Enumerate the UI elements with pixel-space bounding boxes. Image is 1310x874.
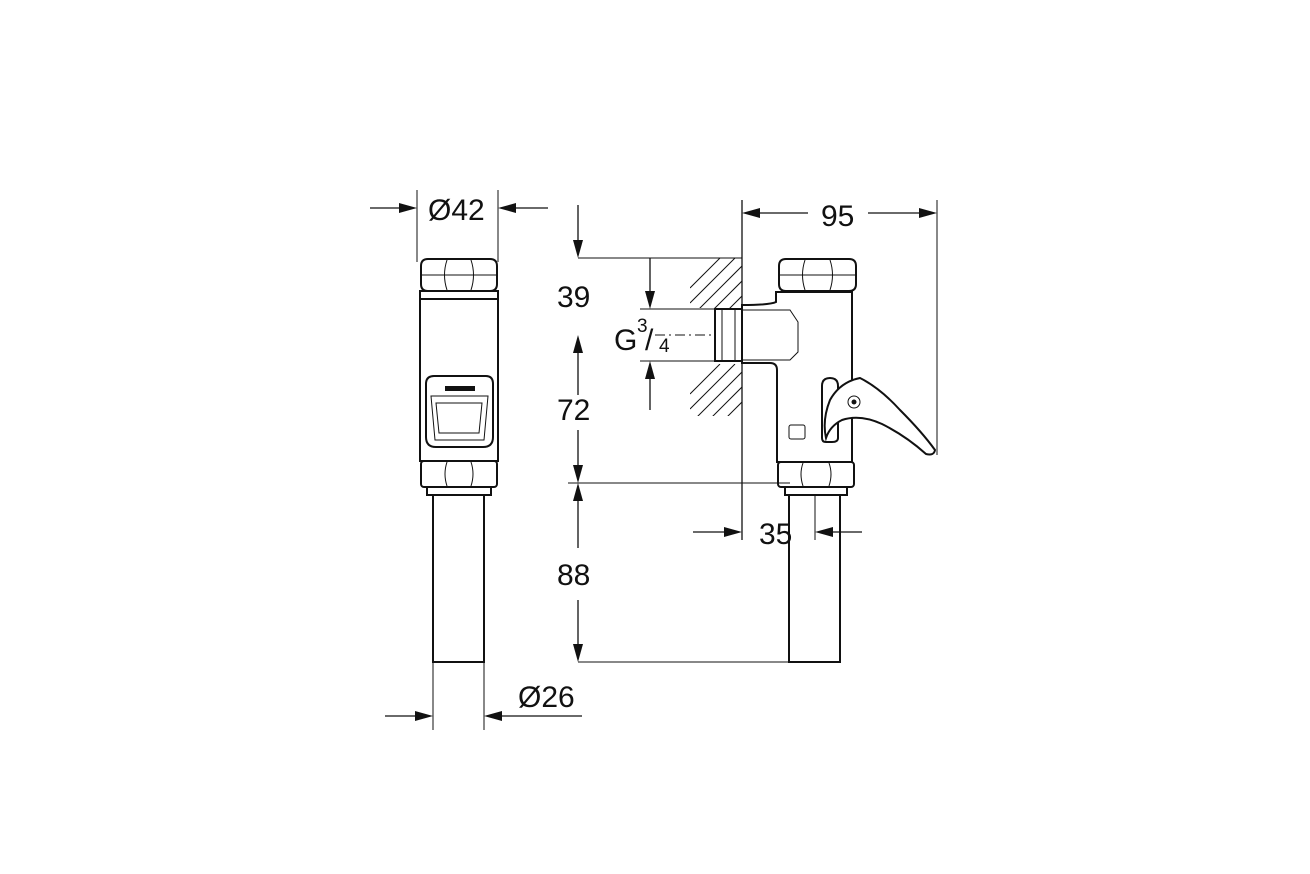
label-thread-num: 3 xyxy=(637,316,648,337)
label-thread-den: 4 xyxy=(659,336,670,357)
outlet-pipe-front xyxy=(432,494,485,663)
dim-diameter-42: Ø42 xyxy=(370,190,548,262)
dim-35: 35 xyxy=(693,495,862,551)
dim-thread: G 3 / 4 xyxy=(614,258,670,410)
lower-nut xyxy=(420,460,498,488)
label-95: 95 xyxy=(821,200,854,233)
dim-diameter-26: Ø26 xyxy=(385,662,582,730)
label-88: 88 xyxy=(557,559,590,592)
push-button xyxy=(425,375,494,448)
label-39: 39 xyxy=(557,281,590,314)
label-diameter-26: Ø26 xyxy=(518,681,575,714)
label-35: 35 xyxy=(759,518,792,551)
wall-hatch-top xyxy=(690,258,742,308)
brand-plate xyxy=(445,386,475,391)
label-diameter-42: Ø42 xyxy=(428,194,485,227)
dim-vertical-chain: 39 72 88 xyxy=(557,205,590,662)
label-thread-prefix: G xyxy=(614,324,637,357)
front-view: Ø42 Ø26 xyxy=(370,190,582,730)
side-view: 95 39 72 88 xyxy=(557,200,938,663)
wall-hatch-bottom xyxy=(690,364,742,416)
label-72: 72 xyxy=(557,394,590,427)
dim-95: 95 xyxy=(742,200,937,233)
lever-handle xyxy=(821,376,937,456)
label-thread-slash: / xyxy=(645,324,654,357)
inlet-connector xyxy=(714,308,743,362)
indicator-square xyxy=(788,424,806,440)
